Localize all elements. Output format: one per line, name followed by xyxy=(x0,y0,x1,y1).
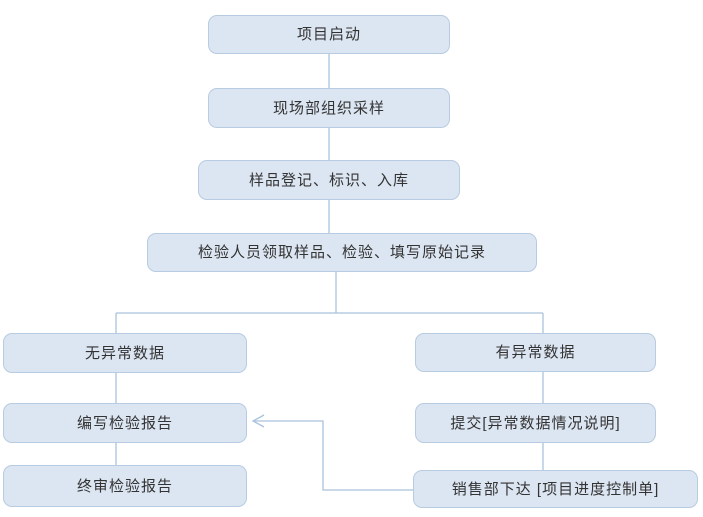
flow-node-write-report: 编写检验报告 xyxy=(3,403,247,443)
flow-node-no-abnormal-data: 无异常数据 xyxy=(3,333,247,373)
flow-node-sampling: 现场部组织采样 xyxy=(208,88,450,128)
arrowhead-left-icon xyxy=(251,414,265,428)
flow-node-inspection: 检验人员领取样品、检验、填写原始记录 xyxy=(147,233,537,272)
flow-node-sales-issue-control-sheet: 销售部下达 [项目进度控制单] xyxy=(413,470,698,508)
flow-node-abnormal-data: 有异常数据 xyxy=(415,333,656,372)
flow-node-submit-explanation: 提交[异常数据情况说明] xyxy=(415,403,656,443)
edge-sales-issue-write-report xyxy=(255,420,413,491)
flow-node-registration: 样品登记、标识、入库 xyxy=(198,160,460,200)
flow-node-start: 项目启动 xyxy=(208,15,450,54)
flow-node-final-review: 终审检验报告 xyxy=(3,465,247,507)
